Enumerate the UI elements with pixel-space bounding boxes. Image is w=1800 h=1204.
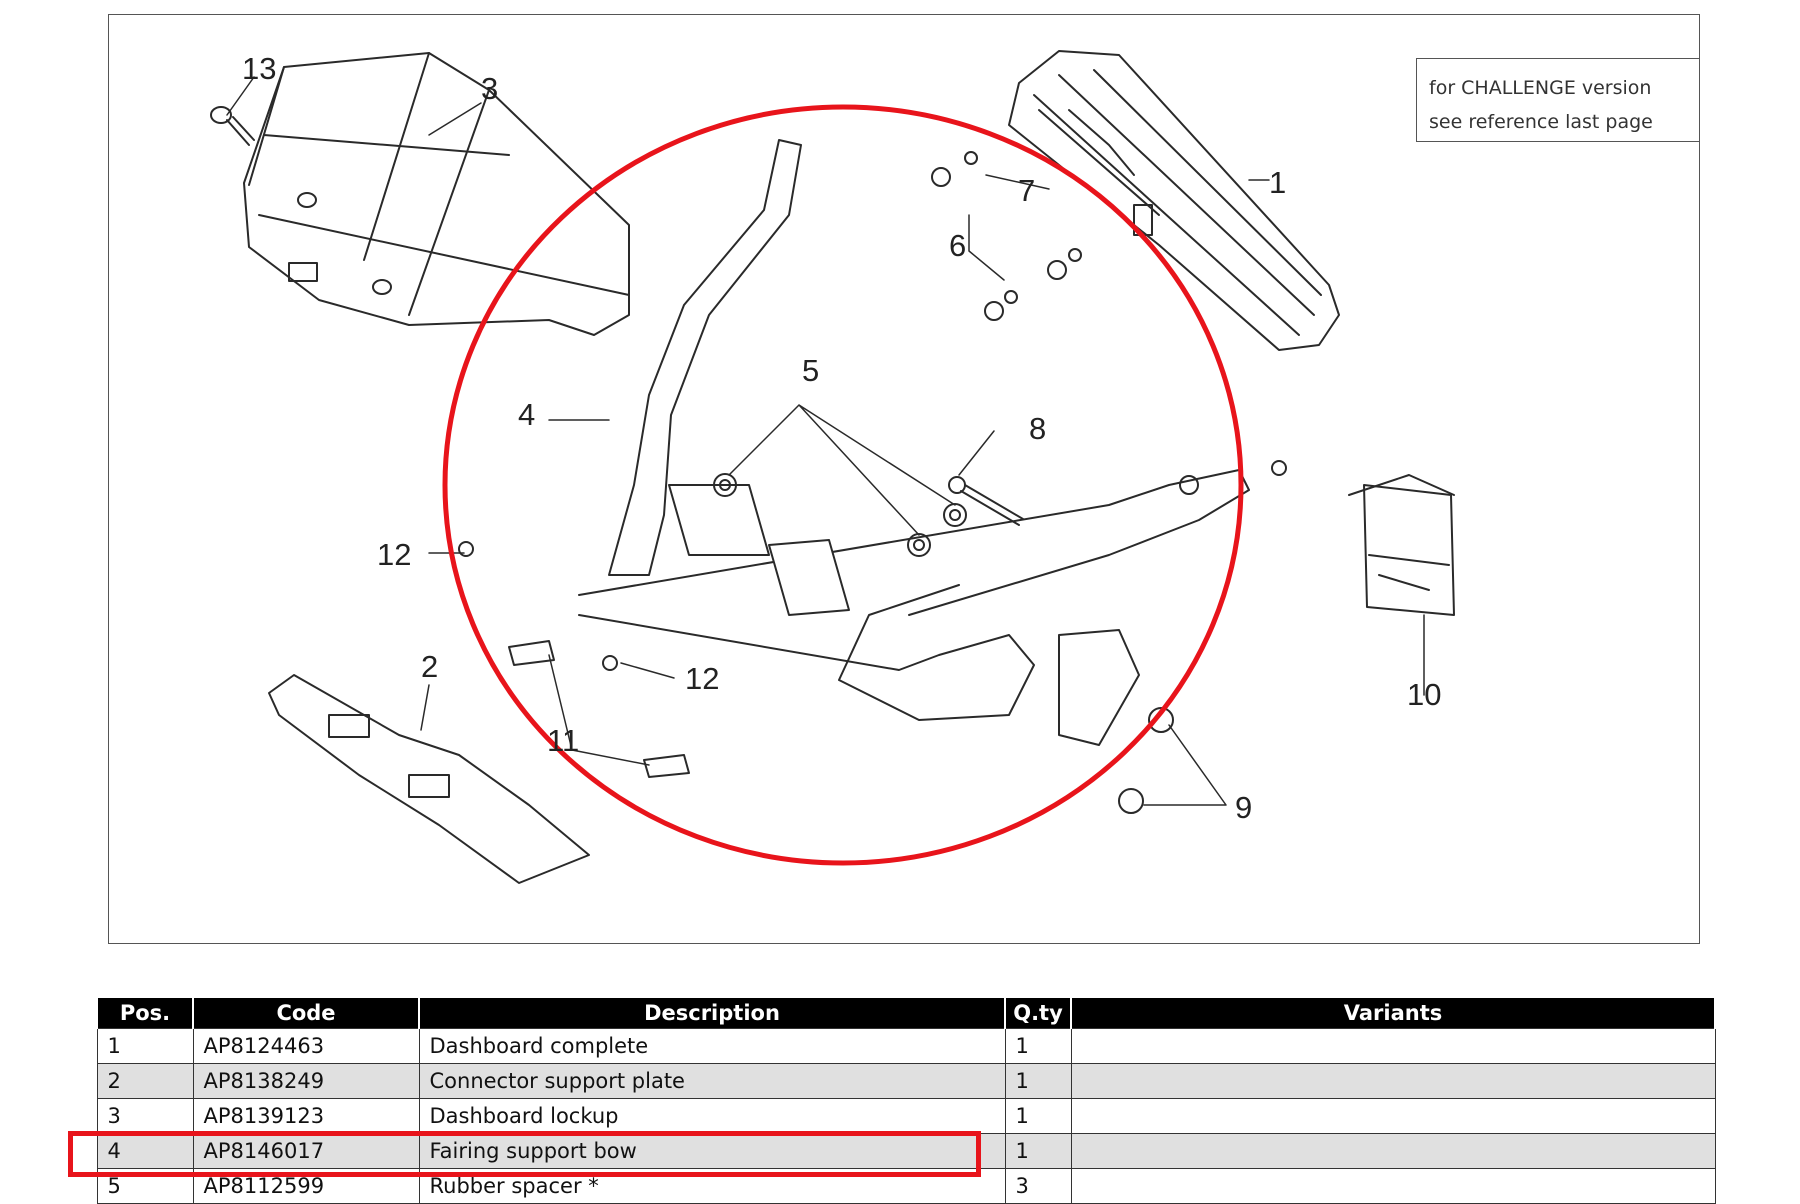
cell-qty: 1 (1004, 1098, 1072, 1134)
cell-variants (1070, 1028, 1716, 1064)
part-2-connector-support-plate (268, 674, 590, 884)
callout-12-upper: 12 (377, 537, 412, 572)
cell-code: AP8138249 (192, 1063, 420, 1099)
callout-8: 8 (1029, 411, 1047, 446)
cell-variants (1070, 1098, 1716, 1134)
parts-6-7-nuts-washers (931, 151, 1082, 321)
part-4-fairing-support-bow (578, 139, 1287, 746)
header-variants: Variants (1070, 998, 1716, 1029)
cell-variants (1070, 1168, 1716, 1204)
part-8-bolt (948, 476, 1024, 526)
challenge-version-note: for CHALLENGE version see reference last… (1416, 58, 1700, 142)
part-4-highlight-ellipse (442, 104, 1244, 866)
parts-drawing (210, 50, 1455, 884)
callout-1: 1 (1269, 165, 1287, 200)
table-row: 3 AP8139123 Dashboard lockup 1 (96, 1098, 1716, 1134)
part-3-dashboard-lockup (243, 52, 630, 336)
header-description: Description (418, 998, 1006, 1029)
callout-7: 7 (1018, 173, 1036, 208)
cell-qty: 1 (1004, 1133, 1072, 1169)
callout-13: 13 (242, 51, 277, 86)
exploded-parts-diagram: 13 3 1 7 6 5 4 8 12 2 12 10 11 9 for CHA… (108, 14, 1700, 944)
callout-10: 10 (1407, 677, 1442, 712)
callout-3: 3 (481, 71, 499, 106)
part-1-dashboard (1008, 50, 1340, 351)
note-line-2: see reference last page (1429, 111, 1653, 133)
cell-code: AP8139123 (192, 1098, 420, 1134)
cell-description: Dashboard complete (418, 1028, 1006, 1064)
cell-code: AP8124463 (192, 1028, 420, 1064)
callout-11: 11 (547, 723, 580, 758)
part-13-screw (210, 106, 255, 146)
cell-code: AP8146017 (192, 1133, 420, 1169)
cell-pos: 3 (96, 1098, 194, 1134)
note-line-1: for CHALLENGE version (1429, 77, 1652, 99)
cell-variants (1070, 1133, 1716, 1169)
callout-9: 9 (1235, 790, 1253, 825)
callout-2: 2 (421, 649, 439, 684)
callout-4: 4 (518, 397, 536, 432)
cell-qty: 3 (1004, 1168, 1072, 1204)
cell-variants (1070, 1063, 1716, 1099)
header-qty: Q.ty (1004, 998, 1072, 1029)
part-9-nuts (1118, 707, 1174, 814)
cell-pos: 1 (96, 1028, 194, 1064)
header-code: Code (192, 998, 420, 1029)
callout-leader-lines (226, 76, 1425, 806)
cell-description: Connector support plate (418, 1063, 1006, 1099)
table-header-row: Pos. Code Description Q.ty Variants (96, 998, 1716, 1029)
parts-11-12-clips-screws (458, 541, 690, 778)
part-10-fastener-kit (1348, 474, 1455, 616)
row-4-highlight-box (68, 1131, 981, 1177)
header-pos: Pos. (96, 998, 194, 1029)
cell-qty: 1 (1004, 1063, 1072, 1099)
callout-6: 6 (949, 228, 967, 263)
cell-pos: 2 (96, 1063, 194, 1099)
cell-pos: 4 (96, 1133, 194, 1169)
cell-qty: 1 (1004, 1028, 1072, 1064)
callout-5: 5 (802, 353, 820, 388)
table-row: 2 AP8138249 Connector support plate 1 (96, 1063, 1716, 1099)
table-row: 1 AP8124463 Dashboard complete 1 (96, 1028, 1716, 1064)
cell-description: Dashboard lockup (418, 1098, 1006, 1134)
callout-12-lower: 12 (685, 661, 720, 696)
